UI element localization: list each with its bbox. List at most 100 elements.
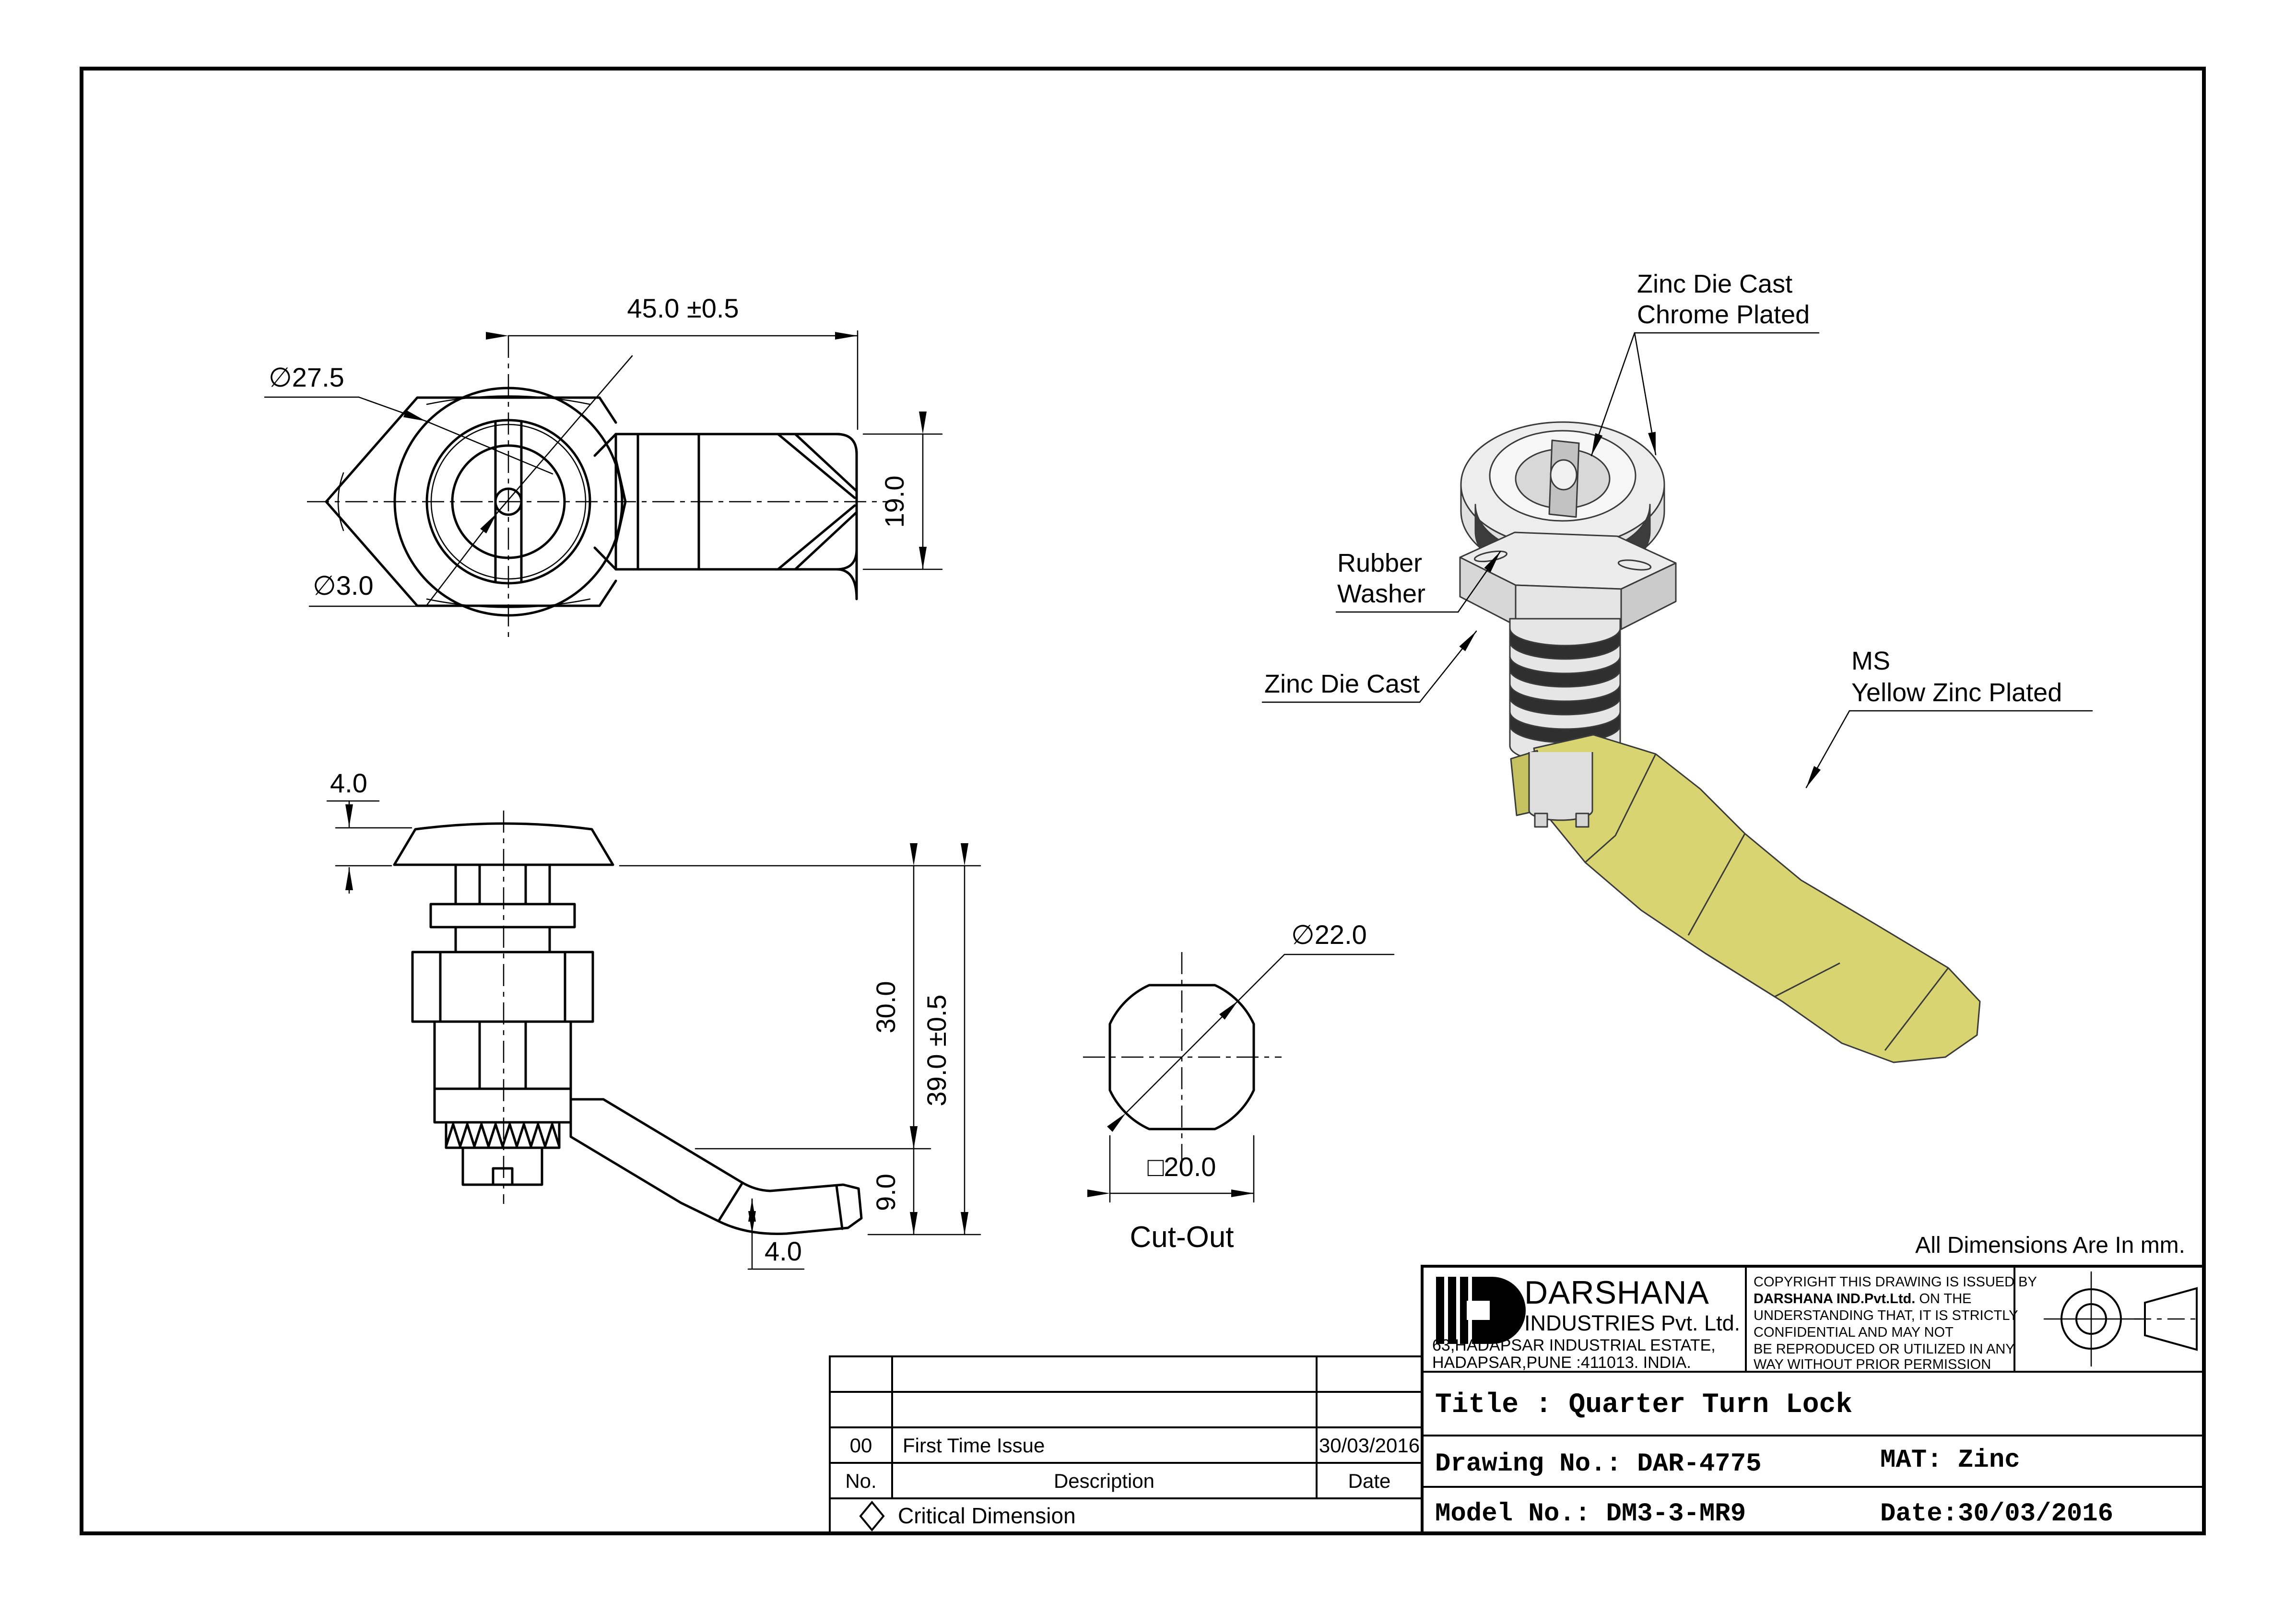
revision-header-date: Date xyxy=(1348,1470,1391,1492)
drawing-number: Drawing No.: DAR-4775 xyxy=(1435,1449,1762,1479)
spring-band-1 xyxy=(1509,627,1621,660)
dim-dia-outer: ∅27.5 xyxy=(269,362,344,392)
dim-height: 19.0 xyxy=(879,476,909,528)
shaft-end xyxy=(461,1146,543,1186)
dim-cutout-dia: ∅22.0 xyxy=(1291,919,1367,950)
dim-cutout-square: □20.0 xyxy=(1148,1152,1216,1182)
cutout-dia-line xyxy=(1107,1000,1239,1132)
key-post xyxy=(1550,459,1578,491)
lever-fold-3 xyxy=(1884,967,1949,1051)
company-logo-icon xyxy=(1436,1277,1526,1344)
dim-length: 45.0 ±0.5 xyxy=(627,293,739,323)
cutout-view: ∅22.0 □20.0 Cut-Out xyxy=(1083,919,1395,1254)
copyright-line-3: UNDERSTANDING THAT, IT IS STRICTLY xyxy=(1754,1308,2018,1323)
label-washer-line2: Washer xyxy=(1337,579,1425,608)
lever-bend-facet xyxy=(717,1181,744,1223)
leader-cap-arrow-1 xyxy=(1590,332,1636,457)
cam-chamfer-bottom-2 xyxy=(794,511,858,571)
stub-tab-2 xyxy=(1575,812,1590,828)
drawing-title: Title : Quarter Turn Lock xyxy=(1435,1389,1852,1421)
copyright-line-1: COPYRIGHT THIS DRAWING IS ISSUED BY xyxy=(1754,1274,2037,1290)
lever-fold-1 xyxy=(1585,753,1657,863)
leader-dia-hole-arrow xyxy=(425,512,498,607)
dim-dia-hole: ∅3.0 xyxy=(313,570,374,600)
label-cap-line1: Zinc Die Cast xyxy=(1637,270,1792,298)
critical-dimension-diamond-icon xyxy=(859,1500,885,1532)
leader-body-arrow xyxy=(1419,630,1477,703)
shaft-stub-iso xyxy=(1528,752,1593,821)
dome-transition-bottom xyxy=(593,546,617,571)
hex-nut-block xyxy=(411,951,594,1023)
copyright-line-2-rest: ON THE xyxy=(1915,1291,1971,1307)
model-number: Model No.: DM3-3-MR9 xyxy=(1435,1499,1746,1529)
revision-table: 00 First Time Issue 30/03/2016 No. Descr… xyxy=(829,1355,1423,1534)
copyright-line-2: DARSHANA IND.Pvt.Ltd. ON THE xyxy=(1754,1291,1971,1307)
stub-tab-1 xyxy=(1534,812,1548,828)
material: MAT: Zinc xyxy=(1880,1446,2020,1475)
copyright-line-4: CONFIDENTIAL AND MAY NOT xyxy=(1754,1325,1954,1340)
side-view: 19.0 xyxy=(593,412,943,600)
revision-description: First Time Issue xyxy=(903,1434,1045,1457)
dim-overall-length: 39.0 ±0.5 xyxy=(921,994,952,1106)
head-dome xyxy=(393,822,614,866)
revision-date: 30/03/2016 xyxy=(1319,1434,1420,1457)
critical-dimension-legend: Critical Dimension xyxy=(898,1503,1076,1528)
leader-dia-hole-extension xyxy=(496,355,633,514)
label-lever-line1: MS xyxy=(1851,647,1890,675)
revision-header-no: No. xyxy=(845,1470,876,1492)
dim-lever-thickness: 4.0 xyxy=(765,1236,802,1266)
rubber-washer-plate xyxy=(429,903,576,929)
dim-head-height: 4.0 xyxy=(330,768,367,798)
date: Date:30/03/2016 xyxy=(1880,1499,2113,1529)
revision-table-frame xyxy=(829,1355,1423,1534)
label-washer-line1: Rubber xyxy=(1337,549,1422,577)
dim-lever-offset: 9.0 xyxy=(871,1174,901,1211)
spring-band-2 xyxy=(1509,655,1621,688)
label-cap-line2: Chrome Plated xyxy=(1637,300,1810,329)
lever-fold-2 xyxy=(1687,833,1746,936)
leader-lever-arrow xyxy=(1805,710,1850,789)
cam-chamfer-bottom-1 xyxy=(777,504,856,571)
dim-body-length: 30.0 xyxy=(871,981,901,1034)
projection-symbol-icon xyxy=(2043,1271,2202,1367)
copyright-line-6: WAY WITHOUT PRIOR PERMISSION xyxy=(1754,1357,1991,1372)
cam-chamfer-top-2 xyxy=(794,433,858,493)
serrated-ring xyxy=(445,1123,561,1149)
revision-row: 00 First Time Issue 30/03/2016 xyxy=(850,1434,1420,1457)
leader-cap-arrow-2 xyxy=(1634,332,1657,456)
cutout-dia-leader xyxy=(1237,954,1395,1002)
copyright-line-2-bold: DARSHANA IND.Pvt.Ltd. xyxy=(1754,1291,1915,1307)
revision-number: 00 xyxy=(850,1434,872,1457)
body-outline-top xyxy=(614,433,858,551)
lower-block xyxy=(433,1087,572,1124)
front-view: ∅27.5 ∅3.0 45.0 ±0.5 xyxy=(264,293,887,638)
hex-tab-right xyxy=(1617,559,1652,571)
lever-iso xyxy=(1533,734,1981,1063)
leader-dia-outer-arrow xyxy=(358,396,427,422)
cutout-label: Cut-Out xyxy=(1130,1221,1234,1254)
hex-face-right xyxy=(1620,562,1677,630)
cam-chamfer-top-1 xyxy=(777,433,856,499)
spring-band-3 xyxy=(1509,683,1621,716)
shaft-end-slot xyxy=(492,1167,514,1186)
dome-transition-top xyxy=(593,433,617,457)
label-lever-line2: Yellow Zinc Plated xyxy=(1851,678,2062,707)
company-address-2: HADAPSAR,PUNE :411013. INDIA. xyxy=(1432,1354,1691,1372)
lever-tip-notch xyxy=(1705,953,1840,998)
units-note: All Dimensions Are In mm. xyxy=(1915,1233,2185,1258)
vertical-side-view: 4.0 30.0 9.0 39.0 ±0.5 4.0 xyxy=(326,768,981,1270)
body-outline-bottom xyxy=(614,548,858,571)
iso-view: Zinc Die Cast Chrome Plated Rubber Washe… xyxy=(1261,270,2093,1063)
title-block: DARSHANA INDUSTRIES Pvt. Ltd. 63,HADAPSA… xyxy=(1421,1265,2205,1535)
revision-header-description: Description xyxy=(1054,1470,1154,1492)
leader-dia-outer-extension xyxy=(425,420,553,475)
leader-washer-arrow xyxy=(1457,551,1501,613)
lever-side-profile xyxy=(569,1098,863,1235)
company-name: DARSHANA xyxy=(1524,1274,1709,1311)
lever-tip-facet xyxy=(835,1184,844,1230)
label-body: Zinc Die Cast xyxy=(1264,670,1420,698)
dome-tip-notch xyxy=(614,458,627,545)
company-address-1: 63,HADAPSAR INDUSTRIAL ESTATE, xyxy=(1432,1336,1716,1354)
company-type: INDUSTRIES Pvt. Ltd. xyxy=(1524,1311,1740,1335)
